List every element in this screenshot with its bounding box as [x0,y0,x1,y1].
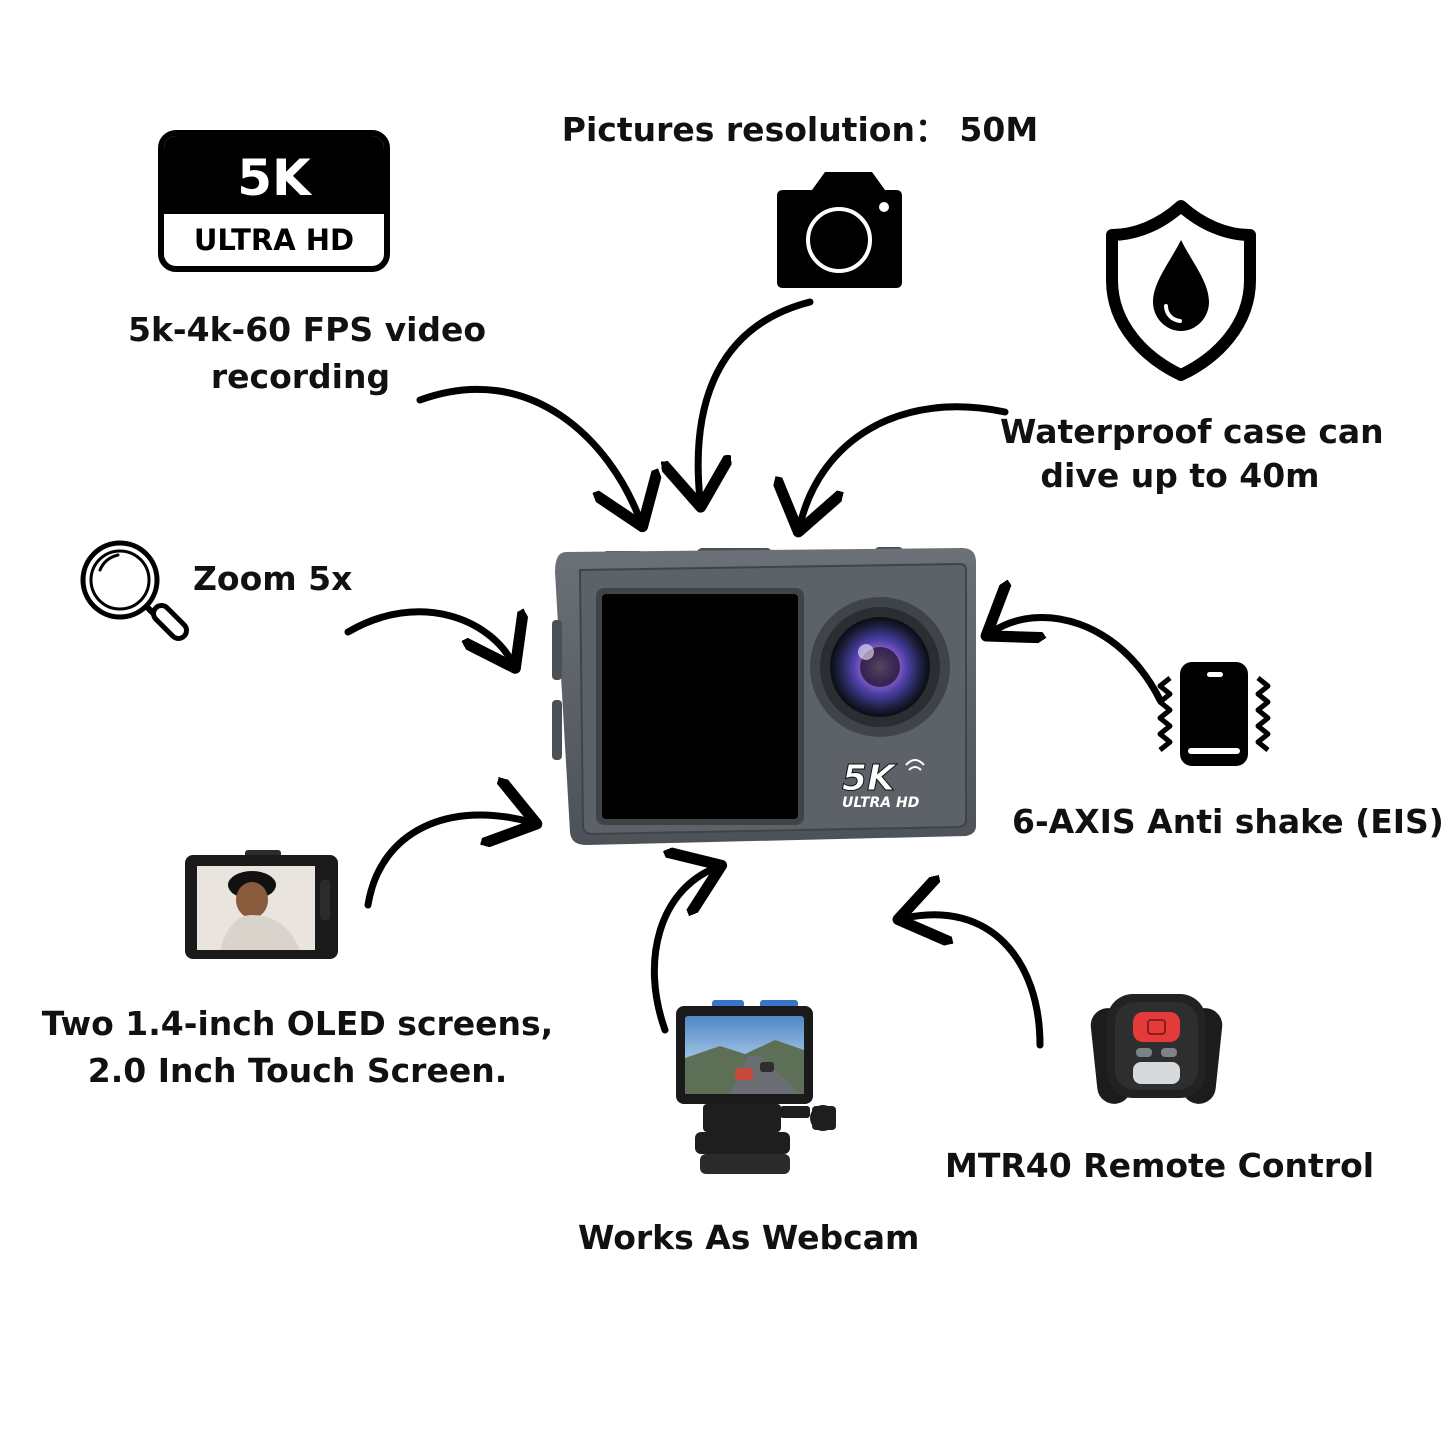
camera-icon [777,172,902,288]
magnifier-icon [80,540,189,641]
dual-screen-camera-image [185,850,338,959]
pictures-resolution-label: Pictures resolution： 50M [561,110,1039,149]
arrows [344,298,1164,1049]
water-shield-icon [1106,200,1256,381]
5k-ultra-hd-badge: 5K ULTRA HD [158,130,390,272]
screens-label: Two 1.4-inch OLED screens, 2.0 Inch Touc… [40,1000,555,1094]
vibrating-phone-icon [1157,662,1271,766]
camera-logo-subtitle: ULTRA HD [842,795,919,811]
arrow-webcam [650,868,715,1034]
zoom-label: Zoom 5x [193,559,353,598]
camera-front-screen [602,594,798,819]
arrow-waterproof [800,403,1009,525]
screens-label-line1: Two 1.4-inch OLED screens, [41,1004,554,1043]
arrow-antishake [992,617,1164,704]
webcam-camera-image [676,1000,836,1174]
anti-shake-label: 6-AXIS Anti shake (EIS) [1012,802,1444,841]
main-action-camera: 5K ULTRA HD [552,547,976,845]
video-label-line2: recording [210,357,391,396]
remote-control-image [1090,994,1223,1104]
arrow-remote [905,915,1044,1049]
camera-logo-title: 5K [842,758,898,799]
waterproof-label: Waterproof case can dive up to 40m [1000,410,1384,498]
arrow-zoom [344,608,512,662]
arrow-pictures [698,298,814,500]
arrow-screens [364,815,530,909]
arrow-video [416,385,640,520]
badge-title: 5K [164,136,384,214]
webcam-label: Works As Webcam [578,1218,920,1257]
video-recording-label: 5k-4k-60 FPS video recording [128,306,487,400]
video-label-line1: 5k-4k-60 FPS video [128,310,487,349]
badge-subtitle: ULTRA HD [193,223,355,257]
remote-label: MTR40 Remote Control [945,1146,1375,1185]
waterproof-label-line1: Waterproof case can [1000,412,1384,451]
waterproof-label-line2: dive up to 40m [1040,456,1320,495]
screens-label-line2: 2.0 Inch Touch Screen. [87,1051,508,1090]
